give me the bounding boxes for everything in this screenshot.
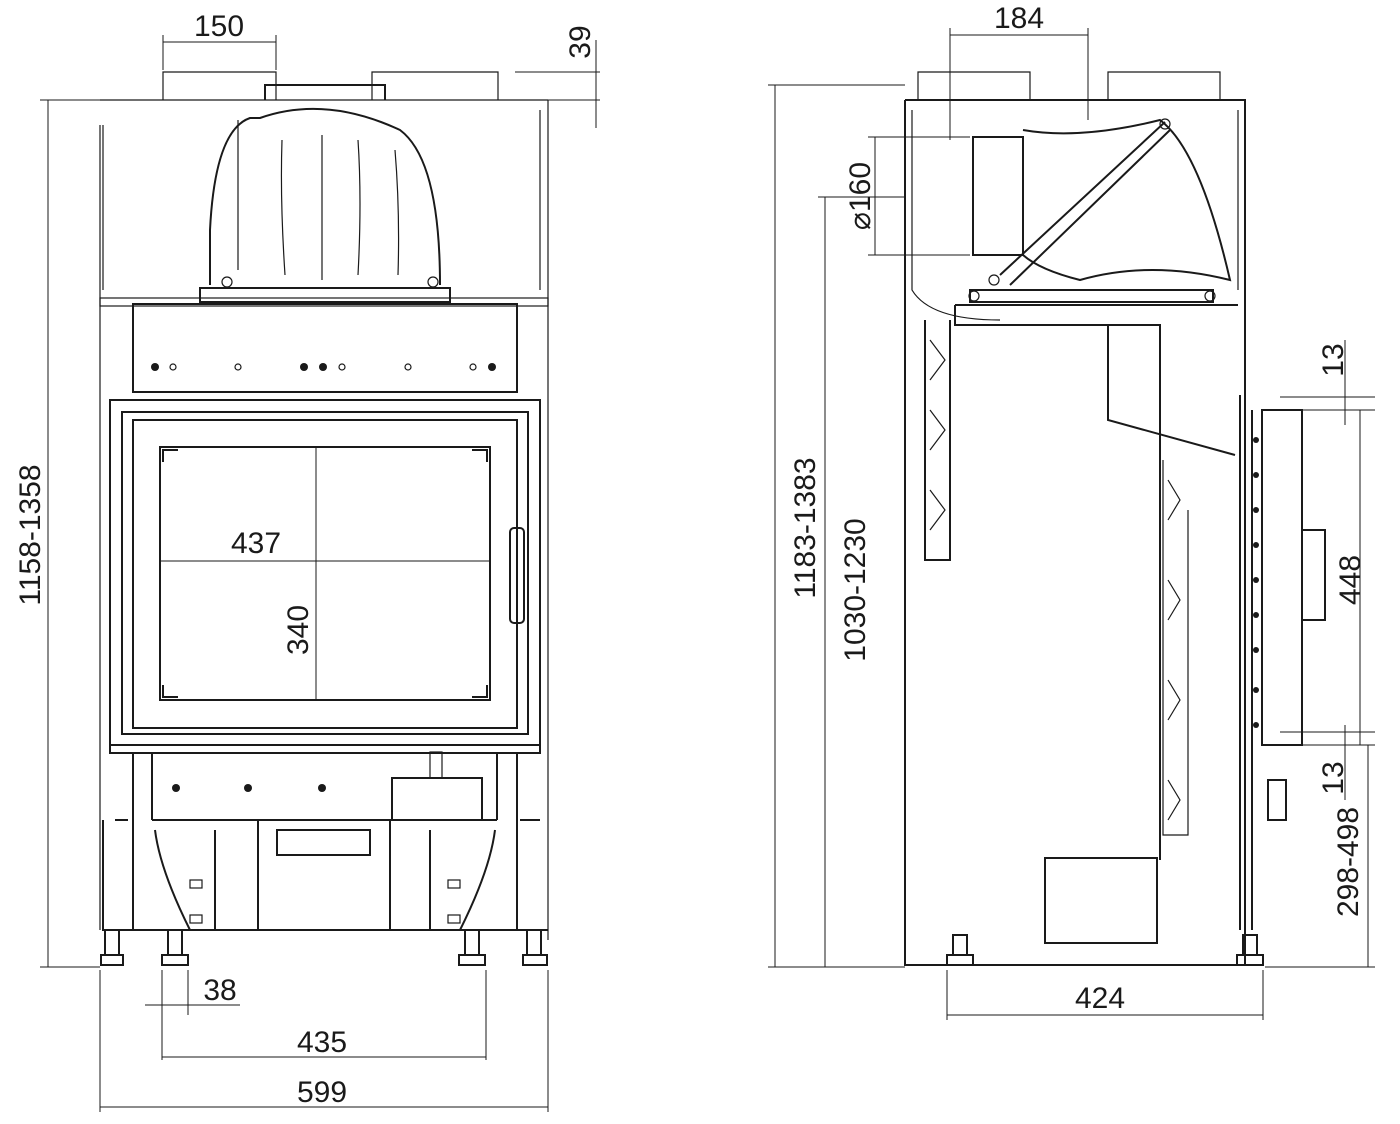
flue-height-label: 39 (564, 25, 597, 58)
door-height-label: 448 (1334, 555, 1367, 605)
leg-spacing-label: 435 (297, 1026, 347, 1059)
front-view: 437 340 150 39 1158-1358 38 435 599 (14, 10, 600, 1112)
flue-width-label: 150 (194, 10, 244, 43)
flue-diameter-label: ⌀160 (844, 162, 877, 230)
side-total-height-label: 1183-1383 (789, 457, 822, 598)
door-rivets (1253, 437, 1259, 728)
upper-bolts (151, 363, 496, 371)
front-total-height-label: 1158-1358 (14, 464, 47, 605)
door-base-height-label: 298-498 (1332, 807, 1365, 917)
flue-offset-label: 184 (994, 2, 1044, 35)
door-top-gap-label: 13 (1317, 343, 1350, 376)
door-bottom-gap-label: 13 (1317, 761, 1350, 794)
lower-bolts (172, 784, 326, 792)
front-total-width-label: 599 (297, 1076, 347, 1109)
leg-width-label: 38 (203, 974, 236, 1007)
legs (100, 929, 548, 966)
side-depth-label: 424 (1075, 982, 1125, 1015)
flue-center-height-label: 1030-1230 (839, 518, 872, 661)
side-view: 184 ⌀160 1183-1383 1030-1230 13 448 13 2… (768, 2, 1375, 1020)
glass-width-label: 437 (231, 527, 281, 560)
glass-height-label: 340 (282, 605, 315, 655)
